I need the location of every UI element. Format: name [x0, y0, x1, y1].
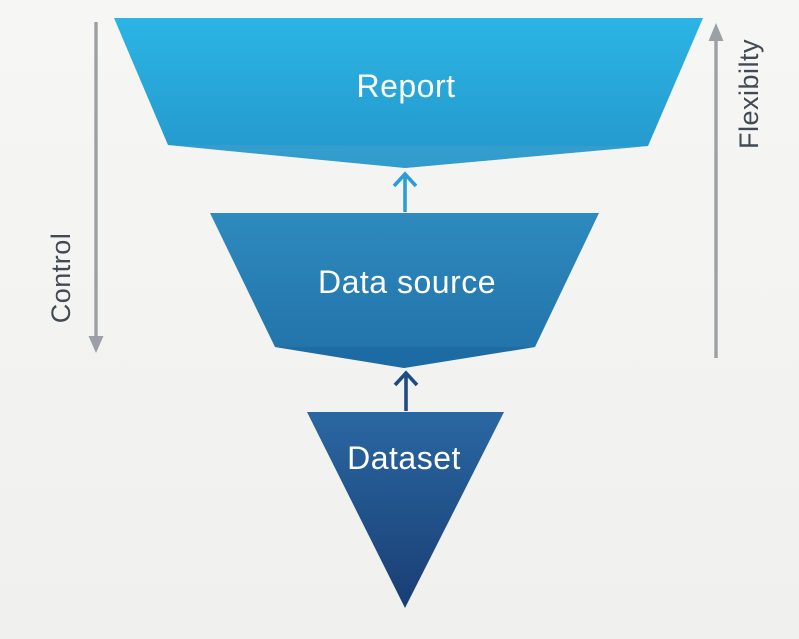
datasource-shape-notch — [275, 347, 535, 368]
funnel-level-datasource: Data source — [210, 213, 599, 368]
funnel-level-report: Report — [114, 18, 703, 168]
datasource-label: Data source — [318, 264, 496, 300]
report-shape — [114, 18, 703, 168]
funnel-level-dataset: Dataset — [307, 412, 504, 608]
datasource-shape — [210, 213, 599, 368]
control-axis: Control — [46, 22, 104, 353]
arrow-dataset-to-datasource-icon — [393, 370, 419, 411]
control-arrow-down-icon — [88, 336, 104, 353]
flexibility-arrow-up-icon — [708, 23, 724, 41]
flexibility-axis-label: Flexibilty — [734, 39, 764, 149]
dataset-label: Dataset — [347, 440, 461, 476]
flexibility-axis: Flexibilty — [708, 23, 764, 358]
report-label: Report — [356, 68, 455, 104]
dataset-shape — [307, 412, 504, 608]
report-shape-notch — [168, 145, 648, 168]
control-axis-label: Control — [46, 233, 76, 324]
arrow-datasource-to-report-icon — [392, 171, 418, 212]
